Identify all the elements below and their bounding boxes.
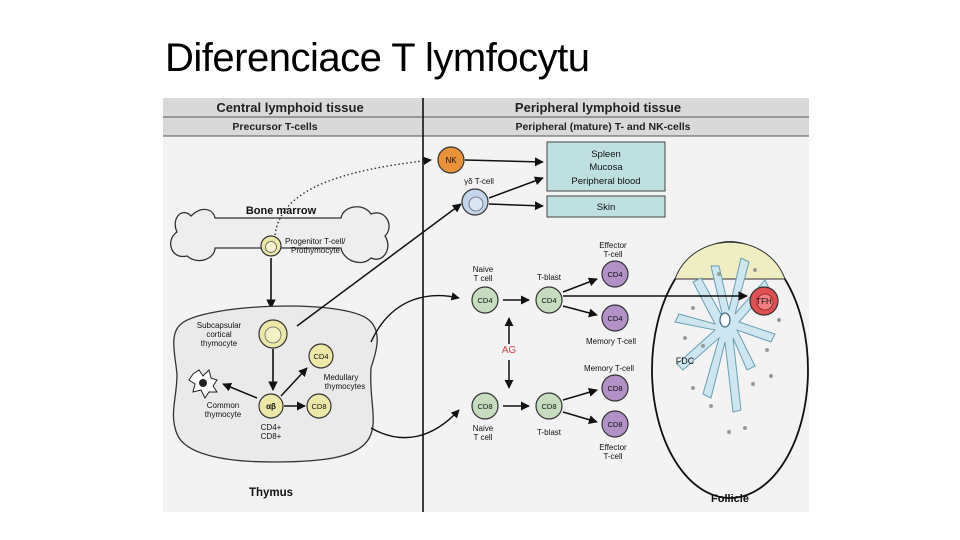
effector-cd8-cell (601, 410, 629, 438)
subcapsular-label-3: thymocyte (201, 339, 238, 348)
effector-cd4-label-1: Effector (599, 241, 627, 250)
gd-nucleus (468, 196, 484, 212)
naive-cd4-label-1: Naive (473, 265, 494, 274)
thymus-to-naive-cd8-curve (370, 409, 460, 439)
effector-cd8-label-1: Effector (599, 443, 627, 452)
common-thymocyte-label-1: Common (207, 401, 239, 410)
follicle-cap (674, 241, 786, 280)
tblast-cd8-marker: CD8 (541, 402, 556, 411)
peripheral-blood-label: Peripheral blood (571, 176, 640, 187)
fdc-nucleus (719, 312, 731, 328)
precursor-label: Precursor T-cells (232, 121, 317, 133)
ab-thymocyte-cell (258, 393, 284, 419)
medullary-cd8-cell (306, 393, 332, 419)
gd-to-skin-arrow (488, 201, 544, 211)
tblast-to-memory-cd4-arrow (562, 305, 598, 318)
naive-cd4-marker: CD4 (477, 296, 492, 305)
naive-cd8-marker: CD8 (477, 402, 492, 411)
gd-to-box-arrow (488, 176, 544, 199)
skin-label: Skin (597, 202, 615, 213)
slide-title: Diferenciace T lymfocytu (165, 36, 590, 80)
tblast-cd8-label: T-blast (537, 428, 562, 437)
effector-cd4-marker: CD4 (607, 270, 622, 279)
tblast-cd4-label: T-blast (537, 273, 562, 282)
ab-to-cd4-arrow (280, 367, 308, 397)
skin-box (546, 195, 666, 218)
nk-label: NK (445, 156, 457, 165)
memory-cd8-cell (601, 374, 629, 402)
memory-cd4-label: Memory T-cell (586, 337, 636, 346)
medullary-label-1: Medullary (324, 373, 359, 382)
follicle-label: Follicle (711, 493, 749, 505)
nk-to-box-arrow (464, 157, 544, 167)
tblast-to-effector-cd4-arrow (562, 277, 598, 293)
memory-cd4-cell (601, 304, 629, 332)
t-cell-differentiation-diagram: Central lymphoid tissue Peripheral lymph… (163, 98, 809, 512)
nk-cell (437, 146, 465, 174)
subcapsular-thymocyte-nucleus (264, 326, 282, 344)
mucosa-label: Mucosa (589, 162, 623, 173)
subcapsular-to-gd-arrow (296, 203, 462, 327)
progenitor-to-nk-dotted-path (274, 156, 432, 236)
medullary-cd4-label: CD4 (313, 352, 328, 361)
cd4cd8-label-2: CD8+ (261, 432, 282, 441)
naive-cd4-label-2: T cell (474, 274, 493, 283)
bone-marrow-label: Bone marrow (246, 205, 317, 217)
effector-cd4-label-2: T-cell (603, 250, 622, 259)
tblast-cd4-marker: CD4 (541, 296, 556, 305)
memory-cd8-label: Memory T-cell (584, 364, 634, 373)
memory-cd8-marker: CD8 (607, 384, 622, 393)
tfh-nucleus (756, 293, 774, 311)
common-thymocyte-label-2: thymocyte (205, 410, 242, 419)
memory-cd4-marker: CD4 (607, 314, 622, 323)
ag-label: AG (502, 345, 517, 356)
progenitor-label-2: Prothymocyte (291, 246, 340, 255)
gd-label: γδ T-cell (464, 177, 494, 186)
ab-label: αβ (266, 402, 276, 411)
tblast-cd8-cell (535, 392, 563, 420)
naive-cd8-label-2: T cell (474, 433, 493, 442)
peripheral-mature-label: Peripheral (mature) T- and NK-cells (515, 121, 690, 133)
fdc-label: FDC (676, 356, 695, 366)
peripheral-tissue-label: Peripheral lymphoid tissue (515, 100, 681, 115)
naive-cd8-label-1: Naive (473, 424, 494, 433)
cd4cd8-label-1: CD4+ (261, 423, 282, 432)
apoptotic-thymocyte-nucleus (199, 379, 207, 387)
effector-cd8-marker: CD8 (607, 420, 622, 429)
spleen-label: Spleen (591, 149, 621, 160)
spleen-mucosa-blood-box (546, 141, 666, 192)
progenitor-label-1: Progenitor T-cell/ (285, 237, 346, 246)
tblast-to-memory-cd8-arrow (562, 387, 598, 401)
medullary-cd8-label: CD8 (311, 402, 326, 411)
tfh-label: TFH (756, 297, 772, 306)
medullary-label-2: thymocytes (325, 382, 365, 391)
naive-cd8-cell (471, 392, 499, 420)
naive-cd4-cell (471, 286, 499, 314)
thymus-label: Thymus (249, 487, 293, 499)
bone-marrow-shape (170, 206, 390, 264)
medullary-cd4-cell (308, 343, 334, 369)
effector-cd4-cell (601, 260, 629, 288)
subcapsular-label-1: Subcapsular (197, 321, 242, 330)
subcapsular-label-2: cortical (206, 330, 232, 339)
ab-to-common-arrow (222, 382, 258, 399)
effector-cd8-label-2: T-cell (603, 452, 622, 461)
progenitor-nucleus (265, 241, 277, 253)
fdc-cell (674, 257, 776, 413)
tblast-cd4-cell (535, 286, 563, 314)
central-tissue-label: Central lymphoid tissue (216, 100, 363, 115)
thymus-to-naive-cd4-curve (370, 292, 460, 343)
tblast-to-effector-cd8-arrow (562, 411, 598, 425)
